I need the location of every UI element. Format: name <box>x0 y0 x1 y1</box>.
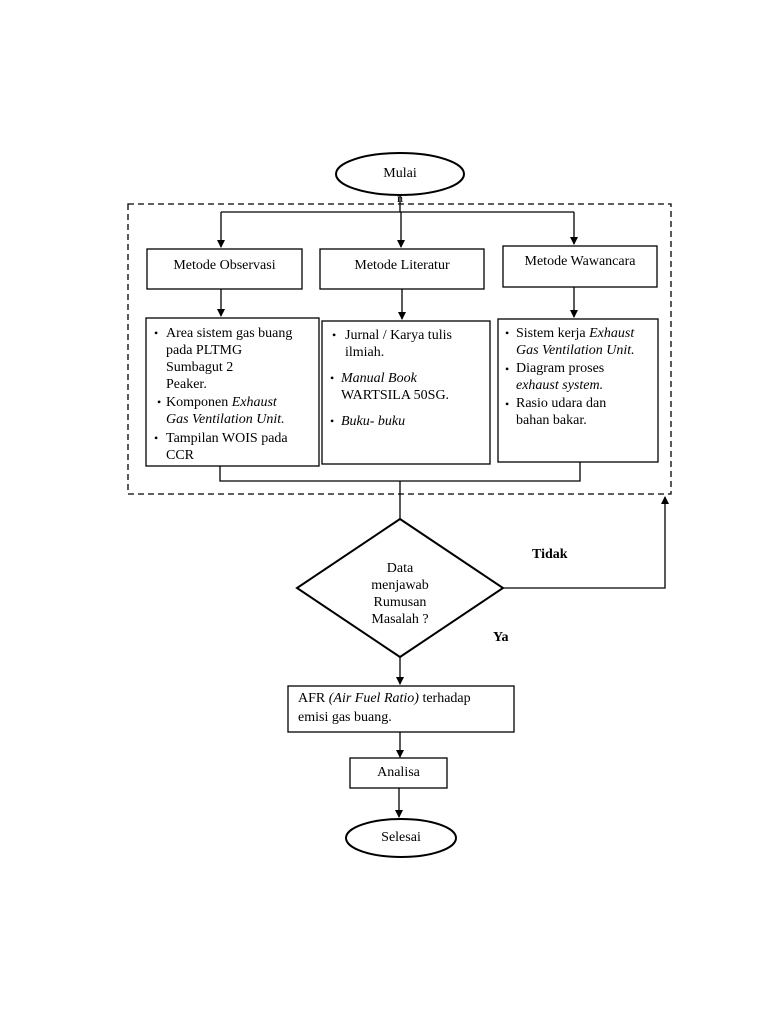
bullet-icon: • <box>505 326 510 340</box>
merge-connector <box>219 462 581 482</box>
end-terminator <box>345 818 457 858</box>
method-literatur-title: Metode Literatur <box>354 258 450 273</box>
decision-line-3: Rumusan <box>373 595 427 610</box>
method-wawancara-box <box>502 245 658 288</box>
start-marker: n <box>397 191 403 205</box>
observasi-item-1-line-1: Area sistem gas buang <box>166 326 293 341</box>
decision-yes-label: Ya <box>493 630 509 645</box>
bullet-icon: • <box>505 362 510 376</box>
afr-box <box>287 685 515 733</box>
decision-line-4: Masalah ? <box>371 612 429 627</box>
observasi-item-1-line-4: Peaker. <box>166 377 207 392</box>
bullet-icon: • <box>505 397 510 411</box>
analysis-label: Analisa <box>377 765 420 780</box>
bullet-icon: • <box>154 431 159 445</box>
method-wawancara-title: Metode Wawancara <box>524 254 636 269</box>
bullet-icon: • <box>154 326 159 340</box>
start-label: Mulai <box>383 166 417 181</box>
literatur-item-2-line-1: Manual Book <box>341 371 417 386</box>
method-observasi-title: Metode Observasi <box>173 258 276 273</box>
decision-line-2: menjawab <box>371 578 429 593</box>
wawancara-item-2-line-1: Diagram proses <box>516 361 605 376</box>
afr-line-1: AFR (Air Fuel Ratio) terhadap <box>298 691 471 706</box>
start-branch-connector <box>221 195 574 213</box>
observasi-detail-box <box>145 317 320 467</box>
bullet-icon: • <box>332 328 337 342</box>
bullet-icon: • <box>330 371 335 385</box>
method-observasi-box <box>146 248 303 290</box>
literatur-item-3-line-1: Buku- buku <box>341 414 406 429</box>
observasi-item-1-line-2: pada PLTMG <box>166 343 243 358</box>
bullet-icon: • <box>330 414 335 428</box>
wawancara-item-3-line-1: Rasio udara dan <box>516 396 607 411</box>
literatur-item-1-line-1: Jurnal / Karya tulis <box>345 328 452 343</box>
observasi-item-1-line-3: Sumbagut 2 <box>166 360 234 375</box>
wawancara-item-1-line-1: Sistem kerja Exhaust <box>516 326 635 341</box>
literatur-item-1-line-2: ilmiah. <box>345 345 385 360</box>
afr-line-2: emisi gas buang. <box>298 710 392 725</box>
observasi-item-2-line-2: Gas Ventilation Unit. <box>166 412 285 427</box>
wawancara-item-3-line-2: bahan bakar. <box>516 413 587 428</box>
end-label: Selesai <box>381 830 421 845</box>
observasi-item-2-line-1: Komponen Exhaust <box>166 395 277 410</box>
decision-no-label: Tidak <box>532 547 568 562</box>
wawancara-item-1-line-2: Gas Ventilation Unit. <box>516 343 635 358</box>
wawancara-detail-box <box>497 318 659 463</box>
literatur-detail-box <box>321 320 491 465</box>
observasi-item-3-line-2: CCR <box>166 448 195 463</box>
wawancara-item-2-line-2: exhaust system. <box>516 378 604 393</box>
literatur-item-2-line-2: WARTSILA 50SG. <box>341 388 450 403</box>
no-loop-line <box>503 496 669 589</box>
observasi-item-3-line-1: Tampilan WOIS pada <box>166 431 288 446</box>
decision-line-1: Data <box>386 561 414 576</box>
bullet-icon: • <box>157 395 162 409</box>
